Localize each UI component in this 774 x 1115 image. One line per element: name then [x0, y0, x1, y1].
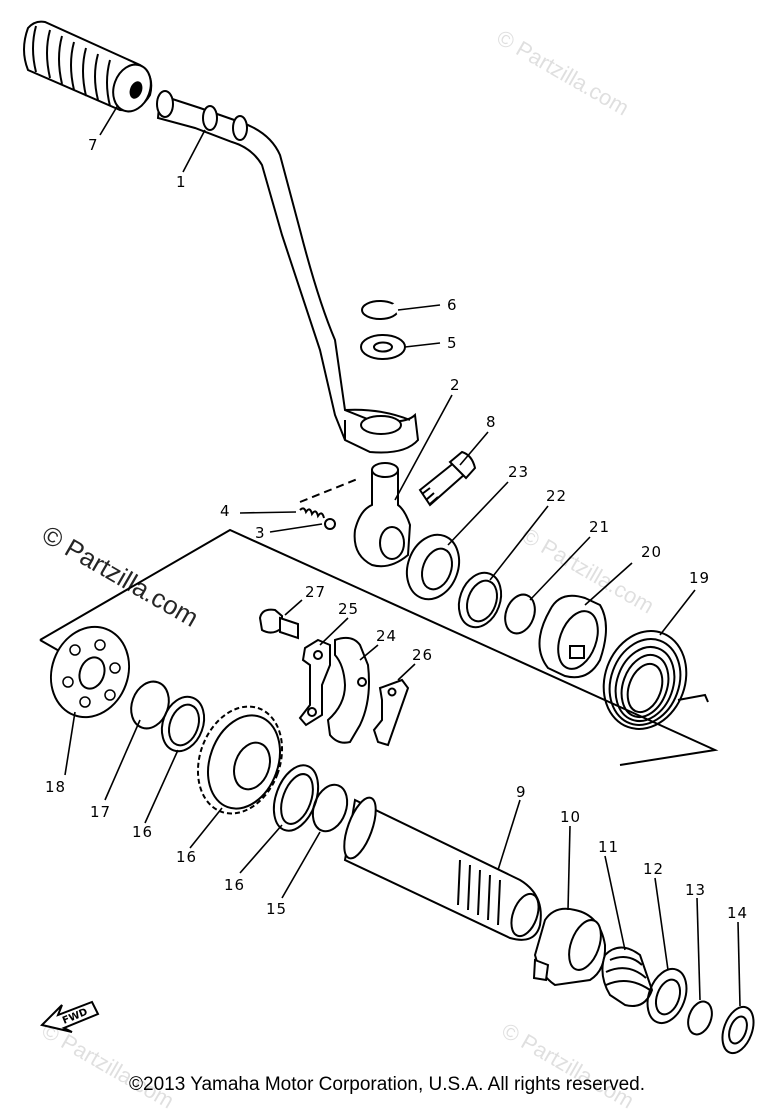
washer: [457, 571, 503, 629]
part-number: 4: [220, 502, 231, 520]
watermark: © Partzilla.com: [493, 25, 634, 121]
part-number-labels: 7 1 6 5 2 8 4 3 23 22 21 20 19 27 25 24 …: [45, 136, 748, 922]
circlip: [361, 300, 403, 320]
watermark: © Partzilla.com: [38, 1018, 179, 1114]
leader-lines: [64, 104, 741, 1007]
part-number: 15: [266, 900, 287, 918]
torsion-spring: [602, 630, 709, 730]
spring-ratchet: [601, 946, 654, 1007]
ball: [324, 518, 336, 530]
circlip: [504, 593, 536, 635]
watermark: © Partzilla.com: [37, 519, 204, 633]
part-number: 12: [643, 860, 664, 878]
part-number: 25: [338, 600, 359, 618]
spring: [299, 507, 325, 519]
washer: [721, 1005, 755, 1055]
circlip: [130, 680, 170, 730]
part-number: 22: [546, 487, 567, 505]
part-number: 16: [132, 823, 153, 841]
circlip: [687, 1000, 713, 1036]
kick-axle: [343, 796, 542, 941]
part-number: 21: [589, 518, 610, 536]
kick-crank-rubber: [23, 20, 153, 113]
kick-crank: [156, 90, 420, 454]
spring-cover: [538, 594, 607, 679]
part-number: 3: [255, 524, 266, 542]
part-number: 26: [412, 646, 433, 664]
stopper: [326, 636, 370, 744]
part-number: 14: [727, 904, 748, 922]
part-number: 5: [447, 334, 458, 352]
part-number: 24: [376, 627, 397, 645]
part-number: 8: [486, 413, 497, 431]
plate: [49, 625, 131, 719]
watermark: © Partzilla.com: [498, 1018, 639, 1114]
part-number: 19: [689, 569, 710, 587]
washer: [360, 334, 406, 360]
part-number: 27: [305, 583, 326, 601]
part-number: 17: [90, 803, 111, 821]
washer: [160, 695, 206, 753]
washer: [646, 967, 688, 1025]
guide: [372, 678, 410, 747]
kick-gear: [196, 705, 284, 815]
part-number: 2: [450, 376, 461, 394]
part-number: 7: [88, 136, 99, 154]
copyright-notice: ©2013 Yamaha Motor Corporation, U.S.A. A…: [129, 1074, 645, 1095]
bolt: [418, 450, 477, 507]
part-number: 16: [224, 876, 245, 894]
part-number: 9: [516, 783, 527, 801]
circlip: [311, 783, 349, 833]
stopper-plate: [298, 638, 331, 727]
part-number: 18: [45, 778, 66, 796]
part-number: 20: [641, 543, 662, 561]
kick-crank-boss: [353, 462, 412, 568]
part-number: 1: [176, 173, 187, 191]
part-number: 16: [176, 848, 197, 866]
bolt: [258, 608, 299, 640]
part-number: 10: [560, 808, 581, 826]
oil-seal: [405, 533, 461, 601]
part-number: 13: [685, 881, 706, 899]
part-number: 11: [598, 838, 619, 856]
ratchet-wheel: [532, 907, 607, 987]
fwd-arrow-icon: FWD: [40, 1000, 100, 1033]
part-number: 6: [447, 296, 458, 314]
part-number: 23: [508, 463, 529, 481]
